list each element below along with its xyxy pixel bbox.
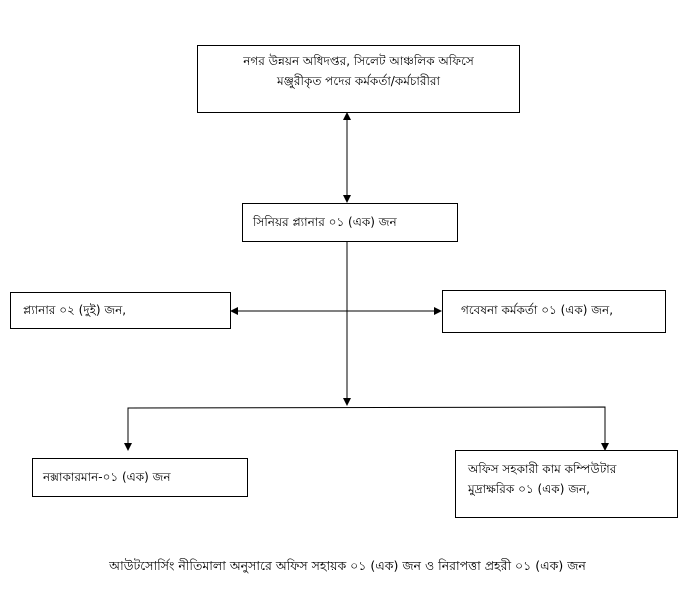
top-box: নগর উন্নয়ন অধিদপ্তর, সিলেট আঞ্চলিক অফিস… xyxy=(197,45,520,113)
bottom-branch-line xyxy=(127,406,606,449)
research-officer-label: গবেষনা কর্মকর্তা ০১ (এক) জন, xyxy=(461,303,614,317)
office-assistant-line2: মুদ্রাক্ষরিক ০১ (এক) জন, xyxy=(468,482,590,496)
senior-planner-box: সিনিয়র প্ল্যানার ০১ (এক) জন xyxy=(242,203,458,242)
planner-box: প্ল্যানার ০২ (দুই) জন, xyxy=(10,292,231,329)
draftsman-box: নক্সাকারমান-০১ (এক) জন xyxy=(32,458,248,497)
senior-planner-label: সিনিয়র প্ল্যানার ০১ (এক) জন xyxy=(253,215,397,229)
planner-label: প্ল্যানার ০২ (দুই) জন, xyxy=(23,303,127,317)
footer-note: আউটসোর্সিং নীতিমালা অনুসারে অফিস সহায়ক … xyxy=(109,558,586,573)
top-box-line1: নগর উন্নয়ন অধিদপ্তর, সিলেট আঞ্চলিক অফিস… xyxy=(243,54,474,68)
research-officer-box: গবেষনা কর্মকর্তা ০১ (এক) জন, xyxy=(442,290,666,333)
top-box-line2: মঞ্জুরীকৃত পদের কর্মকর্তা/কর্মচারীরা xyxy=(277,74,440,88)
office-assistant-line1: অফিস সহকারী কাম কম্পিউটার xyxy=(468,462,617,476)
office-assistant-box: অফিস সহকারী কাম কম্পিউটার মুদ্রাক্ষরিক ০… xyxy=(455,450,678,518)
draftsman-label: নক্সাকারমান-০১ (এক) জন xyxy=(43,470,171,484)
